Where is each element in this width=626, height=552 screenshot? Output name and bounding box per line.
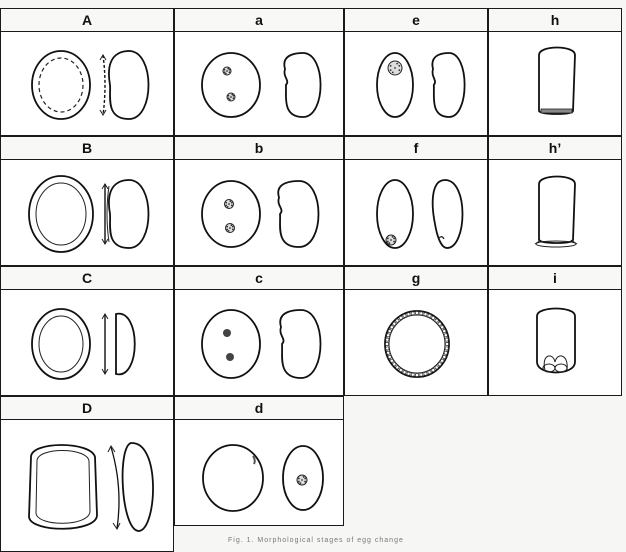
panel-e: e [344,8,488,136]
panel-label: B [1,137,173,160]
egg-drawing-two-patches-b [175,160,342,264]
panel-label: f [345,137,487,160]
egg-drawing-patch-bottom [345,160,486,264]
panel-label: h’ [489,137,621,160]
panel-label: c [175,267,343,290]
panel-f: f [344,136,488,266]
egg-drawing-basal-band [489,32,620,134]
egg-drawing-side-patches [175,420,342,524]
panel-label: D [1,397,173,420]
panel-h2: h’ [488,136,622,266]
egg-drawing-basal-lobes [489,290,620,394]
egg-drawing-two-dots [175,290,342,394]
panel-c: c [174,266,344,396]
panel-label: e [345,9,487,32]
panel-b: b [174,136,344,266]
egg-drawing-hardening-b [1,160,172,264]
egg-drawing-beaded-ring [345,290,486,394]
panel-D: D [0,396,174,552]
panel-label: g [345,267,487,290]
panel-a: a [174,8,344,136]
panel-B: B [0,136,174,266]
egg-drawing-two-patches [175,32,342,134]
panel-label: A [1,9,173,32]
egg-drawing-hardening-a [1,32,172,134]
panel-d: d [174,396,344,526]
panel-A: A [0,8,174,136]
figure-caption: Fig. 1. Morphological stages of egg chan… [228,537,404,544]
panel-label: d [175,397,343,420]
egg-drawing-basal-ring [489,160,620,264]
egg-drawing-hardening-c [1,290,172,394]
panel-i: i [488,266,622,396]
panel-label: h [489,9,621,32]
panel-label: i [489,267,621,290]
egg-drawing-hardening-d [1,420,172,550]
panel-label: a [175,9,343,32]
panel-label: C [1,267,173,290]
panel-C: C [0,266,174,396]
panel-h: h [488,8,622,136]
panel-label: b [175,137,343,160]
panel-g: g [344,266,488,396]
egg-drawing-patch-top [345,32,486,134]
